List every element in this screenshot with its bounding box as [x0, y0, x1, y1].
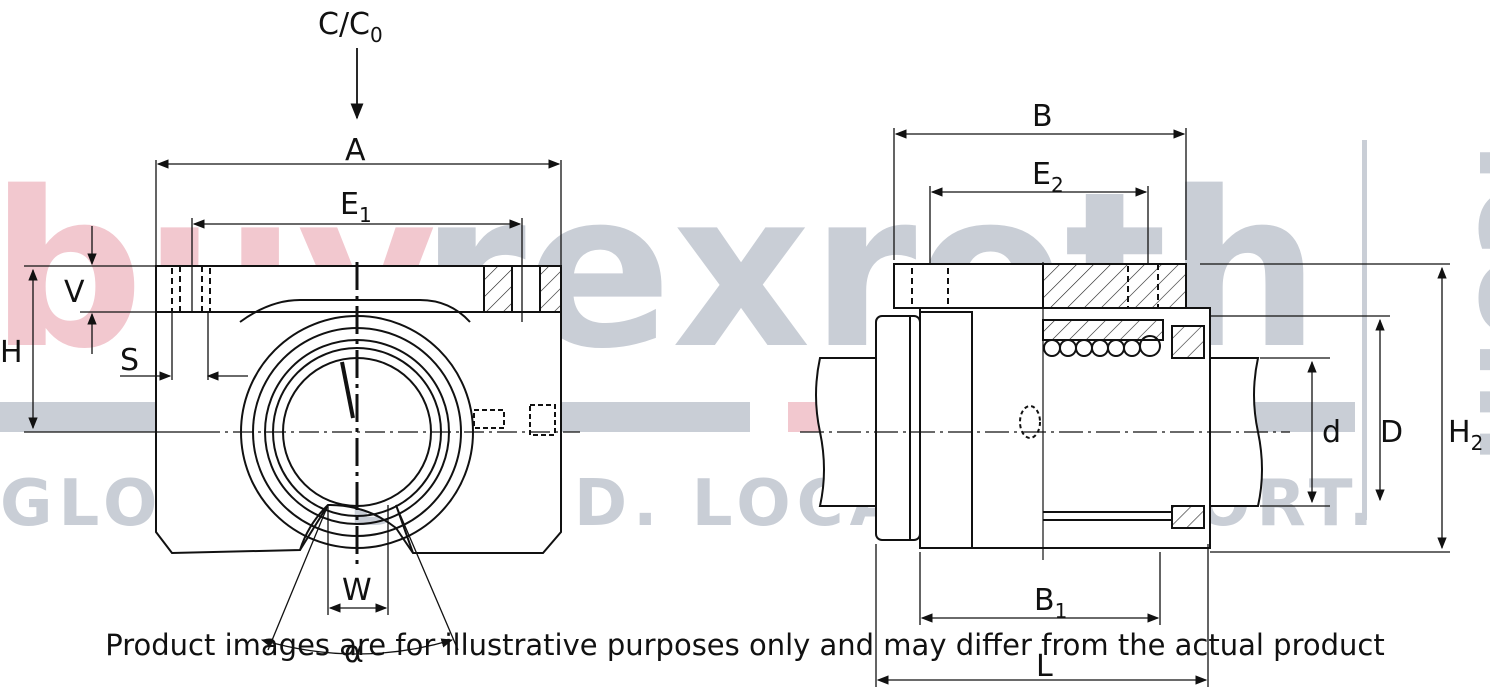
label-L: L	[1036, 649, 1053, 684]
side-labels: B E2 d D H2 B1 L	[1032, 99, 1483, 684]
label-H2: H2	[1448, 415, 1483, 455]
label-D: D	[1380, 415, 1403, 450]
label-d: d	[1322, 415, 1341, 450]
side-dimensions	[875, 128, 1450, 687]
disclaimer: Product images are for illustrative purp…	[105, 628, 1385, 662]
label-A: A	[345, 133, 366, 168]
label-V: V	[64, 275, 85, 310]
watermark-tld: .com	[1451, 140, 1490, 464]
label-B1: B1	[1034, 583, 1067, 623]
label-E1: E1	[340, 187, 372, 227]
front-dimensions	[24, 48, 562, 655]
label-B: B	[1032, 99, 1053, 134]
front-labels: C/C0 A E1 V H S W α	[0, 7, 383, 670]
label-E2: E2	[1032, 157, 1064, 197]
watermark-divider	[1362, 140, 1367, 520]
label-alpha: α	[344, 635, 364, 670]
label-W: W	[342, 573, 372, 608]
label-S: S	[120, 343, 139, 378]
label-H: H	[0, 335, 23, 370]
side-view	[800, 262, 1290, 560]
label-load: C/C0	[318, 7, 383, 47]
front-view	[155, 262, 580, 570]
